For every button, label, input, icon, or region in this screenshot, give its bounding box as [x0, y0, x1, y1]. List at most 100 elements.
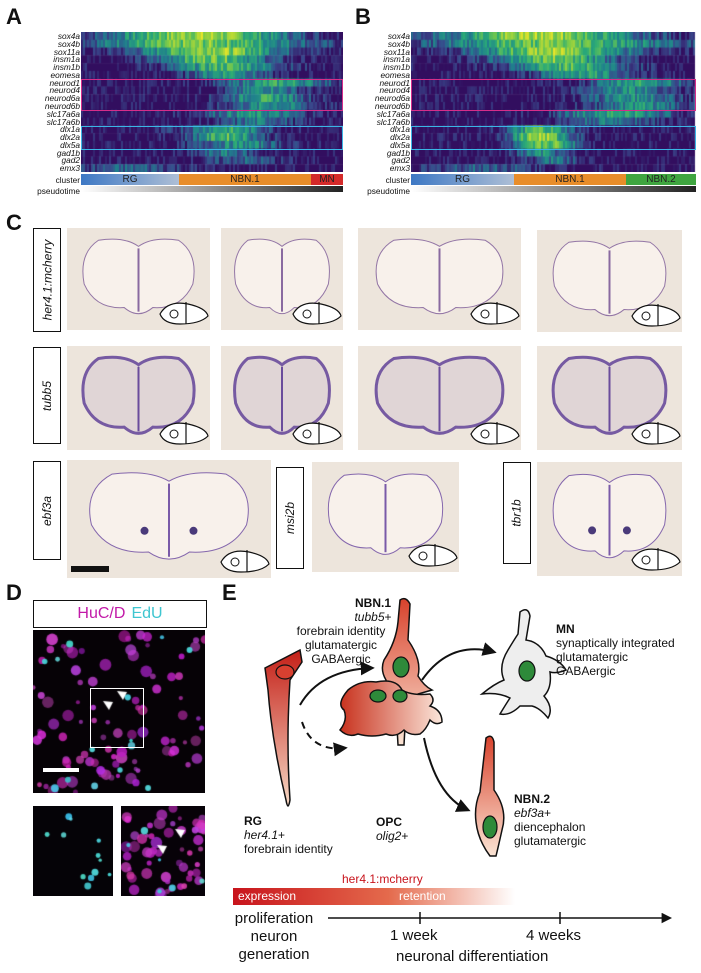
brain-section-7 [358, 346, 521, 450]
mn-nucleus [518, 660, 536, 682]
cluster-bar-b: RG NBN.1 NBN.2 [411, 174, 696, 185]
schematic-e [233, 597, 673, 924]
gene-label: sox4b [57, 38, 80, 49]
nbn1-line: GABAergic [311, 652, 371, 666]
gene-label: insm1a [53, 54, 80, 65]
gene-label: emx3 [389, 163, 410, 174]
panel-label-b: B [355, 4, 371, 29]
gene-label: sox4a [387, 31, 410, 41]
axis-left-line: neuron [250, 928, 298, 945]
gene-label: slc17a6a [46, 108, 80, 119]
label-msi2b: msi2b [276, 467, 304, 569]
mn-text: MN synaptically integrated glutamatergic… [556, 622, 675, 678]
reporter-label: her4.1:mcherry [342, 872, 423, 886]
opc-text: OPC olig2+ [376, 815, 408, 843]
gene-label: gad1b [386, 147, 410, 158]
microscopy-canvas [33, 630, 205, 793]
dlx-highlight-b [411, 126, 696, 150]
cluster-label: MN [319, 174, 335, 185]
axis-4-weeks: 4 weeks [526, 927, 582, 944]
cluster-label: NBN.1 [555, 174, 585, 185]
nbn1-title: NBN.1 [354, 596, 391, 610]
nbn2-marker-line: ebf3a+ [514, 806, 586, 820]
rg-marker-suffix: + [278, 828, 286, 842]
axis-left-line: proliferation [234, 910, 314, 927]
rg-line: forebrain identity [244, 842, 333, 856]
gene-label: slc17a6a [376, 108, 410, 119]
brain-section-5 [67, 346, 210, 450]
gene-label: eomesa [50, 69, 80, 80]
rg-nucleus [275, 664, 295, 680]
brain-drawing [552, 240, 681, 327]
nbn2-title: NBN.2 [514, 792, 551, 806]
brain-section-11 [537, 462, 682, 576]
brain-drawing [374, 355, 520, 445]
gene-label: dlx5a [60, 139, 80, 150]
nbn2-marker-suffix: + [544, 806, 552, 820]
brain-section-2 [221, 228, 343, 330]
nbn1-marker-line: tubb5+ [333, 610, 413, 624]
cluster-nbn1-b: NBN.1 [514, 174, 626, 185]
label-her4-mcherry: her4.1:mcherry [33, 228, 61, 332]
brain-section-10 [312, 462, 459, 572]
brain-drawing [82, 238, 209, 325]
edu-canvas [33, 806, 113, 896]
gene-label: sox4a [57, 31, 80, 41]
gene-label: dlx1a [60, 124, 80, 135]
cluster-row-label: cluster [55, 175, 80, 185]
merge-canvas [121, 806, 205, 896]
nbn2-marker: ebf3a [514, 806, 545, 820]
opc-marker: olig2 [376, 829, 402, 843]
cluster-mn-a: MN [311, 174, 343, 185]
gene-label: slc17a6b [46, 116, 80, 127]
axis-1-week: 1 week [390, 927, 438, 944]
rg-cell [264, 648, 303, 807]
gene-label: neurod6a [374, 93, 410, 104]
brain-section-8 [537, 346, 682, 450]
gene-label: neurod6a [44, 93, 80, 104]
nbn1-lines: forebrain identity glutamatergic GABAerg… [281, 624, 401, 666]
gene-label: insm1b [383, 62, 410, 73]
microscopy-main [33, 630, 205, 793]
panel-label-d: D [6, 580, 22, 605]
pseudotime-bar-a [81, 186, 343, 192]
gene-label: dlx5a [390, 139, 410, 150]
gene-label: gad2 [391, 155, 410, 166]
axis-left-labels: proliferation neuron generation [222, 910, 326, 964]
opc-marker-line: olig2+ [376, 829, 408, 843]
arrow-rg-opc [301, 721, 348, 757]
gene-label: insm1a [383, 54, 410, 65]
pseudotime-row-label: pseudotime [367, 186, 410, 196]
cluster-rg-b: RG [411, 174, 514, 185]
label-tbr1b: tbr1b [503, 462, 531, 564]
row-label: tubb5 [40, 380, 54, 411]
rg-text: RG her4.1+ forebrain identity [244, 814, 333, 856]
gene-label: neurod6b [44, 101, 80, 111]
brain-drawing [552, 473, 681, 571]
cluster-nbn1-a: NBN.1 [179, 174, 311, 185]
microscopy-merge-zoom [121, 806, 205, 896]
gene-label: dlx2a [60, 132, 80, 143]
nbn1-marker-suffix: + [384, 610, 392, 624]
arrow-nbn1-mn [421, 642, 497, 681]
brain-section-4 [537, 230, 682, 332]
heatmap-b [411, 32, 696, 172]
brain-drawing [375, 238, 520, 325]
gene-label: eomesa [380, 69, 410, 80]
panel-label-c: C [6, 210, 22, 235]
arrow-nbn1-nbn2 [423, 737, 471, 812]
gene-label: dlx1a [390, 124, 410, 135]
row-label: msi2b [283, 501, 298, 535]
cluster-rg-a: RG [81, 174, 179, 185]
nbn1-nucleus [392, 656, 410, 678]
dlx-highlight-a [81, 126, 343, 150]
nbn1-text: NBN.1 tubb5+ [333, 596, 413, 624]
panel-label-e: E [222, 580, 237, 605]
zoom-box [90, 688, 144, 748]
brain-drawing [81, 355, 209, 445]
opc-nucleus [369, 689, 387, 703]
cluster-label: RG [122, 174, 138, 185]
rg-title: RG [244, 814, 262, 828]
bar-expression: expression [238, 889, 297, 903]
brain-section-1 [67, 228, 210, 330]
